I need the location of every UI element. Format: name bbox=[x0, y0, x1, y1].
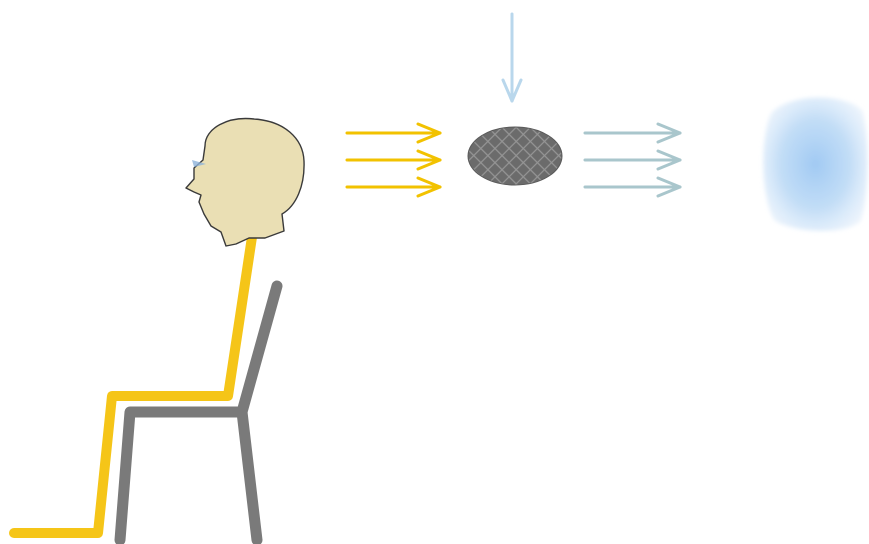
chair-icon bbox=[120, 286, 277, 540]
arrow-down-icon bbox=[503, 14, 521, 101]
arrow-right-icon bbox=[347, 124, 440, 142]
pinecone-icon bbox=[468, 127, 562, 185]
incoming-arrows bbox=[347, 124, 440, 196]
light-cloud-icon bbox=[763, 97, 867, 230]
seated-person-icon bbox=[14, 237, 252, 533]
arrow-right-icon bbox=[585, 124, 680, 142]
outgoing-arrows bbox=[585, 124, 680, 196]
arrow-right-icon bbox=[347, 178, 440, 196]
head-profile-icon bbox=[186, 119, 304, 246]
arrow-right-icon bbox=[585, 151, 680, 169]
arrow-right-icon bbox=[585, 178, 680, 196]
arrow-right-icon bbox=[347, 151, 440, 169]
